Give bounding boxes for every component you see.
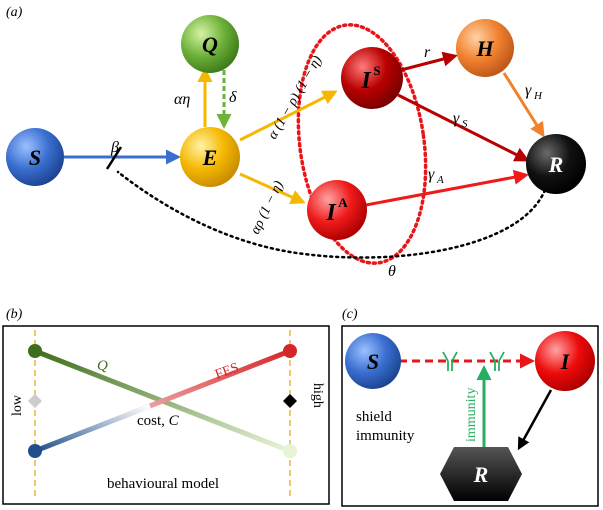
node-IA-label: I (325, 200, 337, 226)
blue-line (34, 403, 151, 454)
rate-gamma-H-base: γ (525, 82, 532, 99)
shield-node-R: R (440, 447, 522, 501)
shield-node-S: S (345, 333, 401, 389)
low-diamond (28, 394, 42, 408)
node-R: R (526, 134, 586, 194)
panel-c-label: (c) (342, 307, 358, 322)
node-IS-label: I (360, 68, 372, 94)
rate-gamma-A: γ A (428, 166, 444, 186)
antibody-icon-right (489, 351, 505, 371)
arrow-IS-H (400, 51, 458, 72)
theta-path (116, 170, 547, 259)
rate-gamma-A-base: γ (428, 166, 435, 183)
rate-gamma-S-base: γ (453, 110, 460, 127)
rate-r: r (424, 44, 431, 61)
cost-var: C (169, 413, 180, 429)
node-IS-sup: S (373, 63, 380, 78)
behavioural-caption: behavioural model (107, 476, 219, 492)
antibody-icon-left (442, 351, 458, 371)
Q-end-dot (283, 444, 297, 458)
rate-gamma-S-sub: S (462, 118, 468, 130)
panel-b-label: (b) (6, 307, 23, 322)
rate-gamma-H-sub: H (533, 90, 543, 102)
rate-theta: θ (388, 263, 396, 280)
node-E: E (180, 127, 240, 187)
blue-start-dot (28, 444, 42, 458)
FES-end-dot (283, 344, 297, 358)
rate-delta: δ (229, 89, 237, 106)
shield-node-R-label: R (473, 462, 489, 487)
node-H-label: H (475, 36, 494, 61)
shield-label-line1: shield (356, 409, 392, 425)
shield-node-I-label: I (560, 349, 571, 374)
node-S-label: S (29, 145, 41, 170)
arrow-IA-R (365, 169, 529, 207)
rate-gamma-H: γ H (525, 82, 543, 102)
cost-text: cost, (137, 413, 169, 429)
Q-start-dot (28, 344, 42, 358)
high-diamond (283, 394, 297, 408)
beta-tick (105, 146, 123, 170)
node-H: H (456, 19, 514, 77)
infected-group-ellipse (296, 23, 428, 265)
shield-label-line2: immunity (356, 428, 415, 444)
node-IA-sup: A (338, 195, 348, 210)
Q-label: Q (97, 358, 108, 374)
FES-label: FES (213, 360, 241, 382)
panel-a: (a) S E Q (6, 5, 586, 280)
shield-node-S-label: S (367, 349, 379, 374)
arrow-I-R (517, 389, 553, 451)
rate-gamma-S: γ S (453, 110, 468, 130)
node-S: S (6, 128, 64, 186)
panel-a-label: (a) (6, 5, 23, 20)
rate-gamma-A-sub: A (436, 174, 444, 186)
arrow-E-IS (239, 90, 338, 142)
panel-c-frame (341, 325, 599, 507)
shield-node-I: I (535, 331, 595, 391)
arrow-IS-R (397, 93, 530, 162)
panel-c: (c) S I R (341, 307, 599, 507)
panel-b: (b) low high Q FES cost, C behavioural m… (2, 307, 330, 505)
node-IA: I A (307, 180, 367, 240)
node-Q-label: Q (202, 32, 218, 57)
high-label: high (310, 383, 325, 408)
rate-beta: β (110, 139, 119, 156)
arrow-E-IA (239, 172, 306, 204)
node-E-label: E (202, 145, 218, 170)
rate-to-IS: α (1 − ρ) (1 − η) (265, 53, 325, 142)
arrow-H-R (502, 72, 545, 138)
node-IS: I S (341, 47, 403, 109)
node-R-label: R (548, 152, 564, 177)
rate-alpha-eta: αη (174, 91, 190, 108)
cost-label: cost, C (137, 413, 180, 429)
node-Q: Q (181, 15, 239, 73)
panel-b-frame (2, 325, 330, 505)
low-label: low (10, 394, 25, 416)
immunity-label: immunity (464, 388, 479, 442)
